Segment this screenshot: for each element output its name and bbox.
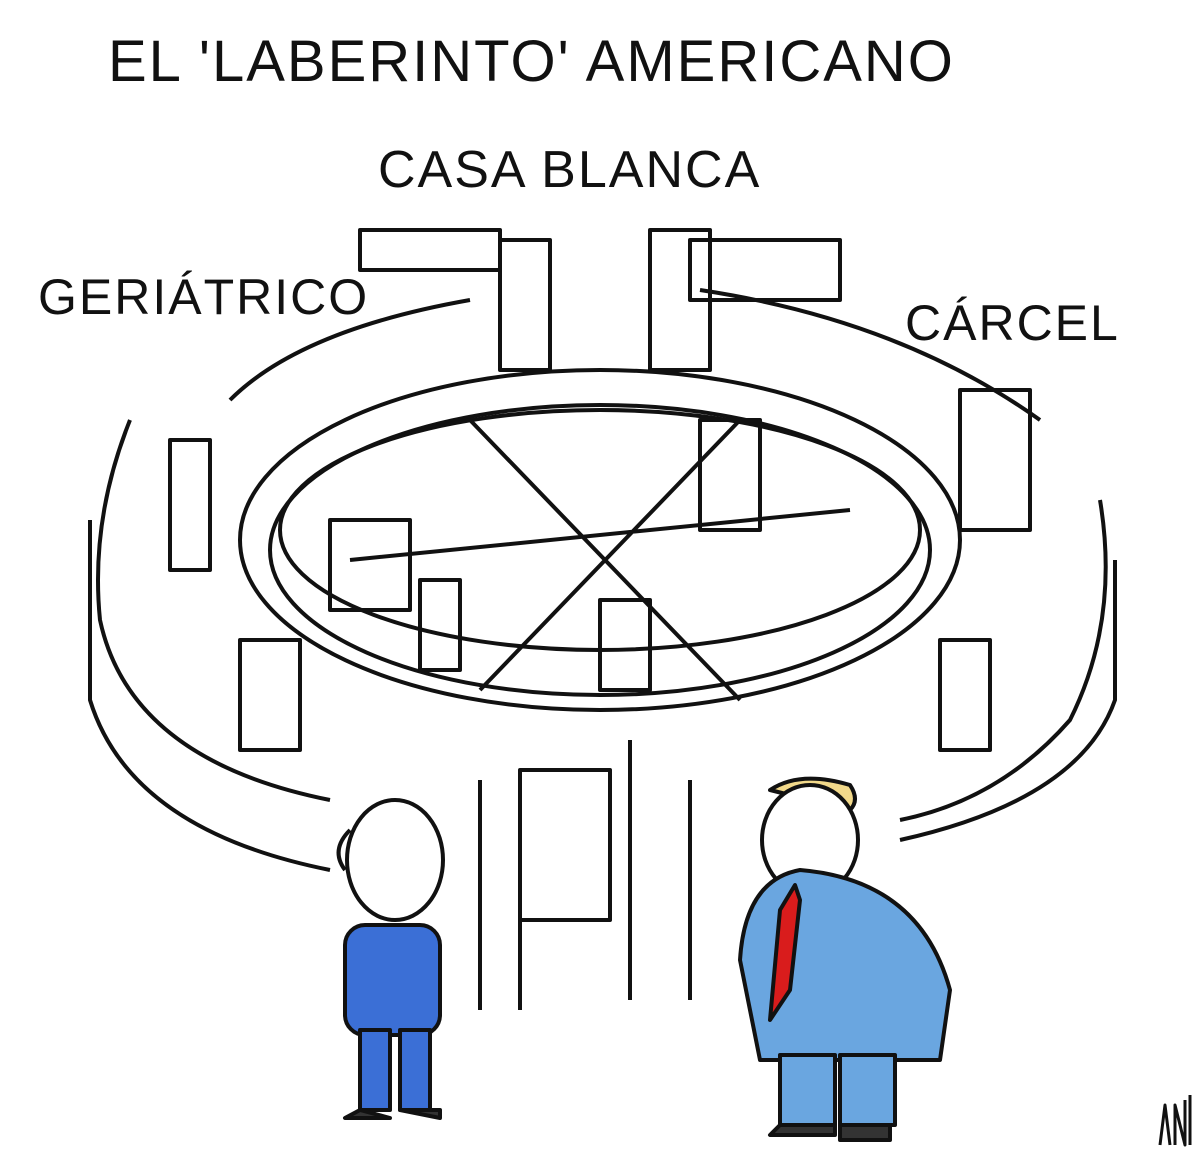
red-tie [768, 883, 802, 1022]
cartoon-title: EL 'LABERINTO' AMERICANO [108, 29, 955, 94]
right-suit-jacket [738, 868, 952, 1062]
label-casa-blanca: CASA BLANCA [378, 141, 762, 199]
left-character [336, 798, 445, 1120]
left-suit-jacket [343, 923, 442, 1037]
maze-outer-wall [88, 288, 1117, 872]
maze-middle-ring [238, 368, 962, 712]
label-carcel: CÁRCEL [905, 295, 1120, 351]
right-character [738, 776, 952, 1142]
artist-signature [1158, 1095, 1192, 1147]
label-geriatrico: GERIÁTRICO [38, 269, 370, 325]
maze-walls [168, 228, 1032, 1010]
